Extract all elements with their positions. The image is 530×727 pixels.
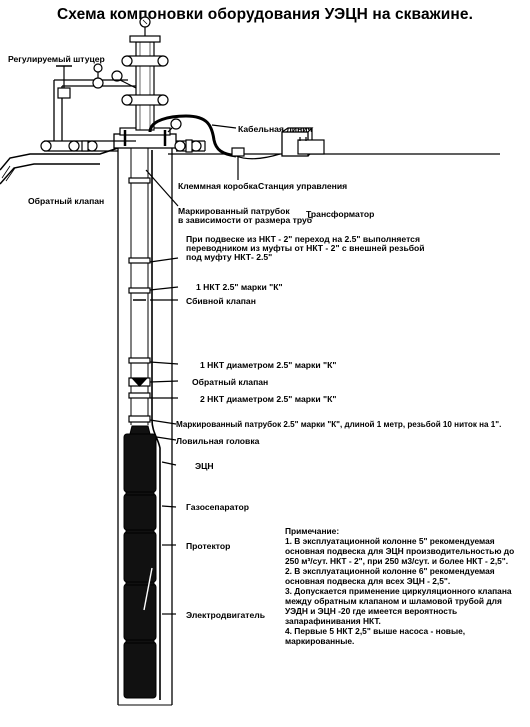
fishing-head: [129, 425, 151, 435]
label-protector: Протектор: [186, 541, 231, 551]
label-marked-pipe-top-1: Маркированный патрубок: [178, 206, 290, 216]
cable-line: [148, 114, 237, 158]
label-surface-check-valve: Обратный клапан: [28, 196, 105, 206]
label-hang-note-3: под муфту НКТ- 2.5": [186, 252, 273, 262]
label-nkt2-diam: 2 НКТ диаметром 2.5" марки "К": [200, 394, 337, 404]
note-item-2: 2. В эксплуатационной колонне 6" рекомен…: [285, 566, 495, 586]
label-choke: Регулируемый штуцер: [8, 54, 105, 64]
label-drain-valve: Сбивной клапан: [186, 296, 256, 306]
junction-box: [231, 147, 245, 157]
label-marked-pipe-top-2: в зависимости от размера труб: [178, 215, 313, 225]
label-hang-note-2: переводником из муфты от НКТ - 2" с внеш…: [186, 243, 425, 253]
ground-surface: [0, 147, 119, 171]
choke-body: [57, 87, 71, 99]
label-cable-line: Кабельная линия: [238, 124, 313, 134]
esp-pump: [123, 433, 157, 493]
note-item-4: 4. Первые 5 НКТ 2,5" выше насоса - новые…: [285, 626, 466, 646]
christmas-tree: [135, 41, 155, 131]
label-motor: Электродвигатель: [186, 610, 266, 620]
label-marked-pipe-bottom: Маркированный патрубок 2.5" марки "К", д…: [176, 420, 502, 429]
protector: [123, 583, 157, 641]
label-junction-box: Клеммная коробка: [178, 181, 258, 191]
page-title: Схема компоновки оборудования УЭЦН на ск…: [56, 6, 473, 23]
note-heading: Примечание:: [285, 526, 340, 536]
label-downhole-check-valve: Обратный клапан: [192, 377, 269, 387]
note-block: Примечание: 1. В эксплуатационной колонн…: [285, 526, 520, 646]
label-control-station: Станция управления: [258, 181, 348, 191]
motor: [123, 641, 157, 699]
note-item-1: 1. В эксплуатационной колонне 5" рекомен…: [285, 536, 515, 566]
label-nkt1-k: 1 НКТ 2.5" марки "К": [196, 282, 283, 292]
label-gas-separator: Газосепаратор: [186, 502, 249, 512]
label-fishing-head: Ловильная головка: [176, 436, 260, 446]
label-nkt1-diam: 1 НКТ диаметром 2.5" марки "К": [200, 360, 337, 370]
label-pump: ЭЦН: [195, 461, 214, 471]
label-hang-note-1: При подвеске из НКТ - 2" переход на 2.5"…: [186, 234, 420, 244]
note-item-3: 3. Допускается применение циркуляционног…: [285, 586, 512, 626]
label-transformer: Трансформатор: [306, 209, 375, 219]
surface-check-valve: [40, 140, 52, 152]
